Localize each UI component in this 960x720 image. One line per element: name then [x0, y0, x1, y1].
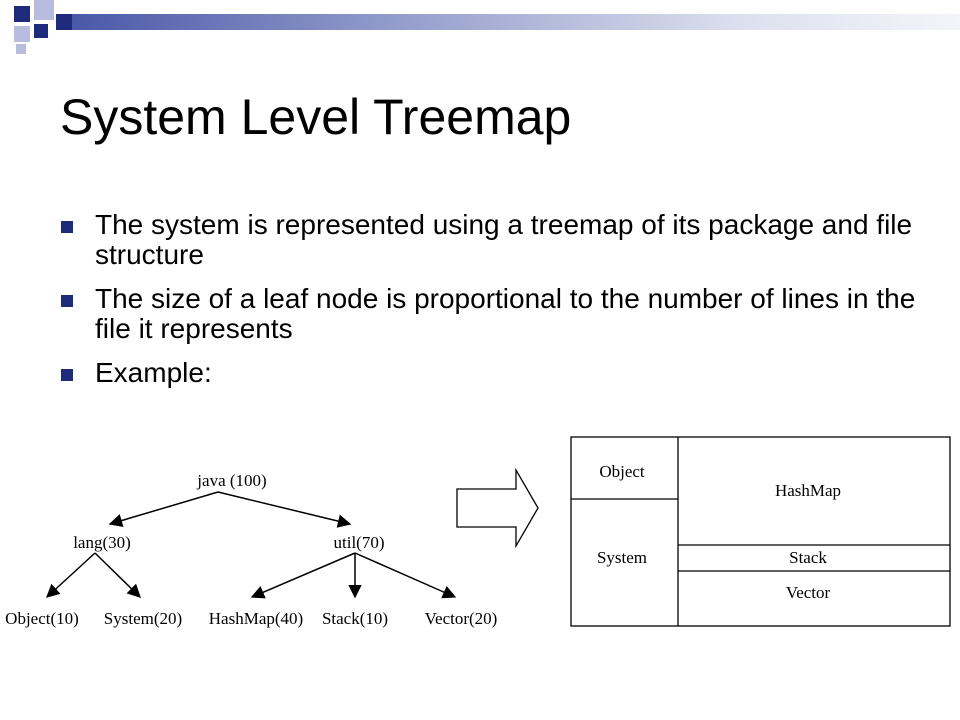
- tree-leaf-label: Vector(20): [425, 609, 498, 628]
- edge-lang-system: [94, 552, 141, 598]
- bullet-item: The size of a leaf node is proportional …: [60, 284, 920, 344]
- treemap-cell-label: HashMap: [775, 481, 841, 500]
- header-gradient-band: [72, 14, 960, 30]
- square-bullet-icon: [61, 369, 73, 381]
- treemap-cell-label: Stack: [789, 548, 827, 567]
- tree-package-label: util(70): [334, 533, 385, 552]
- square-bullet-icon: [61, 221, 73, 233]
- treemap-cell-label: Object: [599, 462, 645, 481]
- tree-leaf-label: Stack(10): [322, 609, 388, 628]
- treemap: [570, 436, 951, 627]
- edge-java-lang: [108, 491, 219, 528]
- tree-edges: [46, 491, 457, 599]
- treemap-cell-label: System: [597, 548, 647, 567]
- bullet-text: The size of a leaf node is proportional …: [95, 283, 916, 344]
- bullet-list: The system is represented using a treema…: [60, 210, 920, 402]
- tree-root-label: java (100): [196, 471, 266, 490]
- slide-title: System Level Treemap: [60, 89, 572, 145]
- treemap-outer-frame: [570, 436, 951, 627]
- tree-leaf-label: Object(10): [5, 609, 79, 628]
- header-square-dark-2: [34, 24, 48, 38]
- header-square-light-1: [34, 0, 54, 20]
- bullet-text: Example:: [95, 357, 212, 388]
- header-square-light-3: [16, 44, 26, 54]
- treemap-cell-label: Vector: [786, 583, 831, 602]
- bullet-item: The system is represented using a treema…: [60, 210, 920, 270]
- header-square-light-2: [14, 26, 30, 42]
- edge-util-hashmap: [250, 552, 356, 599]
- edge-util-vector: [354, 552, 457, 599]
- bullet-item: Example:: [60, 358, 920, 388]
- square-bullet-icon: [61, 295, 73, 307]
- tree-leaf-label: System(20): [104, 609, 182, 628]
- bullet-text: The system is represented using a treema…: [95, 209, 913, 270]
- tree-leaf-label: HashMap(40): [209, 609, 303, 628]
- edge-java-util: [217, 491, 352, 528]
- edge-lang-object: [46, 552, 96, 598]
- header-square-dark-1: [14, 6, 30, 22]
- tree-package-label: lang(30): [73, 533, 131, 552]
- right-arrow-icon: [456, 467, 539, 549]
- header-square-dark-3: [56, 14, 72, 30]
